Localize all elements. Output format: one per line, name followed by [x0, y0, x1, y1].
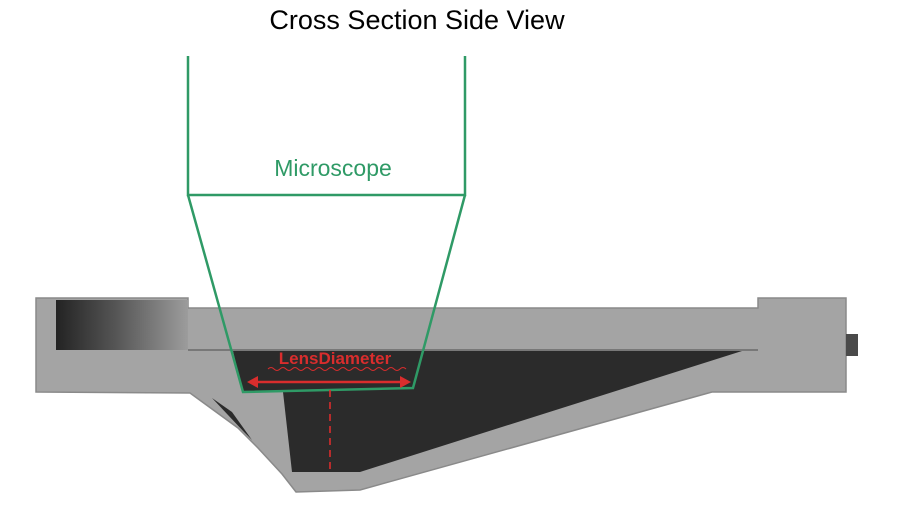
- double-arrow-icon: [247, 376, 411, 388]
- microscope-label: Microscope: [274, 155, 392, 181]
- lens-diameter-label: LensDiameter: [279, 349, 392, 368]
- microscope-objective: [186, 194, 467, 394]
- wavy-underline-icon: [267, 367, 407, 371]
- diagram-title: Cross Section Side View: [269, 5, 565, 35]
- side-connector: [846, 334, 858, 356]
- lower-edge-shadow: [212, 398, 252, 440]
- left-recess: [56, 300, 188, 350]
- microscope-barrel: [186, 56, 467, 197]
